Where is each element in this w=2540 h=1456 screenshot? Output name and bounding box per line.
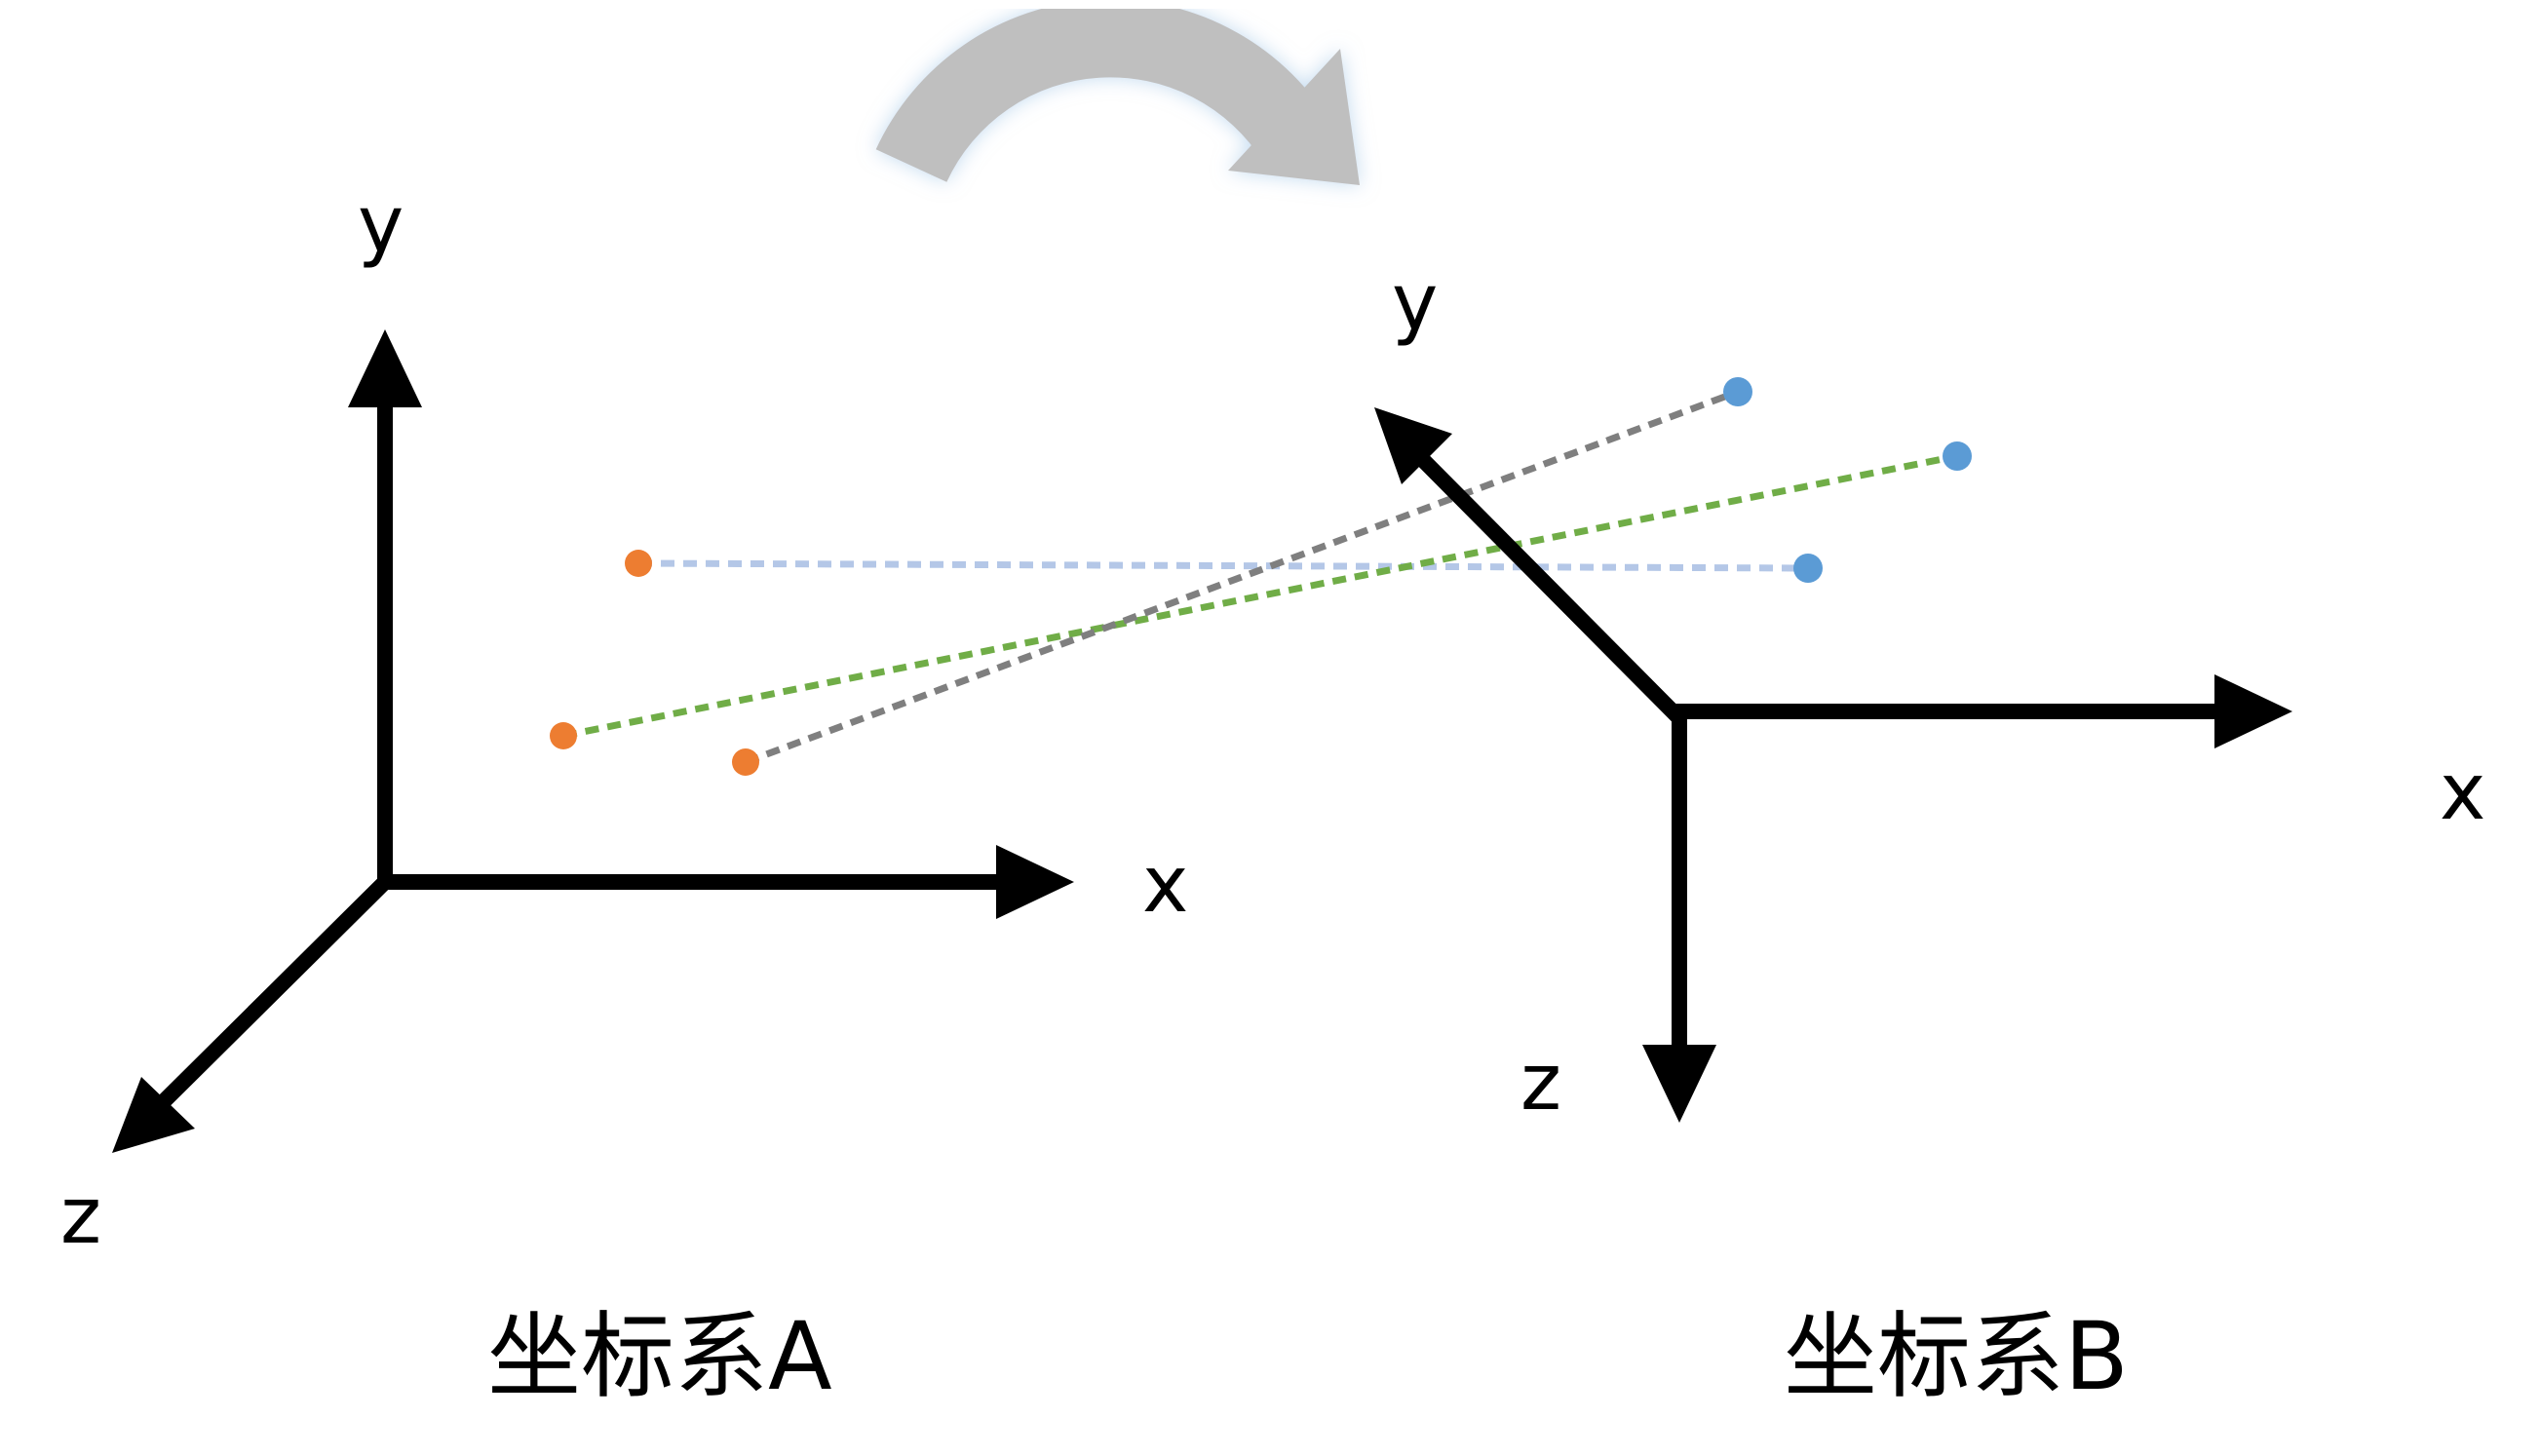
correspondence-line-2	[562, 452, 1958, 740]
frame-a-z-arrowhead	[112, 1077, 195, 1153]
frame-b-caption: 坐标系B	[1784, 1302, 2129, 1411]
frame-a-point-2	[550, 722, 577, 749]
frame-a-axes	[112, 329, 1074, 1153]
frame-b-z-label: z	[1520, 1037, 1561, 1128]
frame-a-point-3	[732, 748, 759, 776]
frame-b-point-3	[1723, 377, 1752, 406]
frame-b-point-1	[1793, 554, 1823, 583]
frame-b-points	[1723, 377, 1972, 583]
frame-a-x-label: x	[1142, 839, 1188, 930]
correspondence-line-3	[744, 388, 1740, 766]
correspondence-line-1	[637, 559, 1809, 572]
frame-b-y-axis	[1415, 452, 1685, 724]
frame-a-y-arrowhead	[348, 329, 422, 407]
correspondence-lines	[562, 388, 1958, 766]
frame-b-y-arrowhead	[1374, 407, 1452, 484]
frame-a-point-1	[625, 550, 652, 577]
frame-a-z-label: z	[60, 1170, 101, 1261]
frame-b-x-arrowhead	[2214, 674, 2292, 748]
frame-a-y-label: y	[358, 179, 404, 270]
frame-a-x-arrowhead	[996, 845, 1074, 919]
frame-b-axes	[1374, 407, 2292, 1123]
curved-arrow-icon	[875, 0, 1360, 185]
frame-b-z-arrowhead	[1642, 1045, 1716, 1123]
frame-a-z-axis	[145, 876, 391, 1120]
frame-b-y-label: y	[1392, 257, 1438, 348]
frame-a-caption: 坐标系A	[487, 1302, 832, 1411]
frame-b-point-2	[1943, 441, 1972, 471]
frame-a-points	[550, 550, 759, 776]
frame-b-x-label: x	[2440, 747, 2485, 837]
